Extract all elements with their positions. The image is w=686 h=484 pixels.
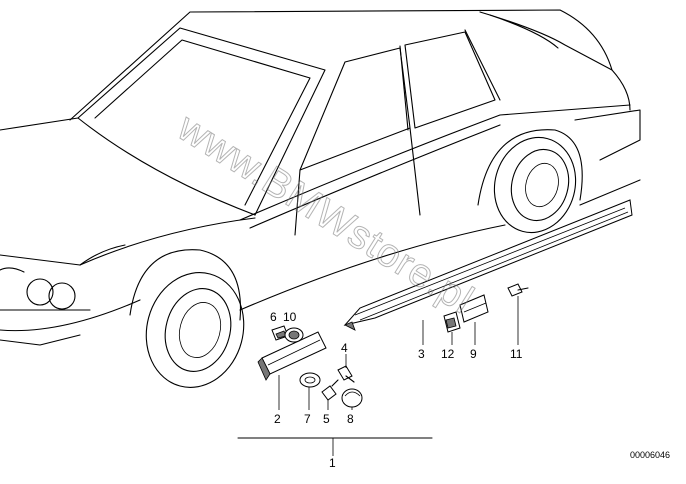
- part-10-grommet: [284, 327, 304, 343]
- callout-6: 6: [270, 310, 277, 324]
- part-12-clip: [443, 311, 461, 333]
- callout-2: 2: [274, 412, 281, 426]
- callout-9: 9: [470, 347, 477, 361]
- car-body-outline: [0, 9, 641, 346]
- part-4-screw: [337, 365, 355, 383]
- part-9-end-cap: [459, 294, 489, 323]
- headlights: [0, 267, 91, 311]
- front-wheel: [129, 249, 245, 388]
- callout-12: 12: [441, 347, 455, 361]
- part-7-washer: [299, 372, 321, 388]
- watermark-text: www.BMWstore.pl: [169, 105, 481, 323]
- part-5-rivet: [321, 379, 339, 401]
- callout-7: 7: [304, 412, 311, 426]
- part-8-cap: [341, 388, 363, 408]
- callout-8: 8: [347, 412, 354, 426]
- leader-lines: [237, 296, 519, 456]
- callout-11: 11: [510, 347, 523, 361]
- callout-1: 1: [329, 456, 336, 470]
- callout-5: 5: [323, 412, 330, 426]
- part-2-trim-piece: [257, 331, 327, 381]
- sill-trim-strip: [343, 199, 633, 331]
- callout-3: 3: [418, 347, 425, 361]
- rear-wheel: [477, 129, 583, 234]
- callout-labels: 1 2 3 4 5 6 7 8 9 10 11 12: [270, 310, 523, 470]
- callout-10: 10: [283, 310, 297, 324]
- part-11-pin: [507, 283, 529, 297]
- callout-4: 4: [341, 341, 348, 355]
- diagram-reference-number: 00006046: [630, 450, 670, 460]
